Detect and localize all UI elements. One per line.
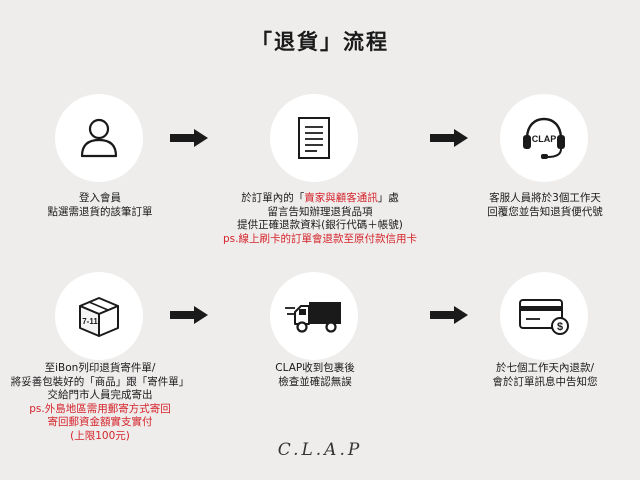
credit-card-refund-icon: $ — [519, 299, 569, 335]
step-1-circle — [55, 94, 143, 182]
user-icon — [80, 118, 118, 158]
note-red: 寄回郵資金額實支實付 — [47, 416, 153, 428]
arrow-right-icon — [170, 129, 208, 147]
step-3-caption: 客服人員將於3個工作天 回覆您並告知退貨便代號 — [487, 192, 603, 218]
arrow-right-icon — [170, 306, 208, 324]
step-2-circle — [270, 94, 358, 182]
step-3-circle: CLAP — [500, 94, 588, 182]
note-red: ps.線上刷卡的訂單會退款至原付款信用卡 — [223, 232, 417, 245]
page-title: 「退貨」流程 — [251, 30, 389, 54]
step-4-circle: 7-11 — [55, 272, 143, 360]
step-4-caption: 至iBon列印退貨寄件單/ 將妥善包裝好的「商品」跟「寄件單」 交給門市人員完成… — [0, 362, 200, 443]
step-1-caption: 登入會員 點選需退貨的該筆訂單 — [47, 192, 153, 218]
svg-text:$: $ — [557, 321, 563, 333]
document-icon — [298, 117, 330, 159]
delivery-truck-icon — [285, 302, 341, 333]
package-icon: 7-11 — [79, 297, 119, 337]
step-2-caption: 於訂單內的「賣家與顧客通訊」處 留言告知辦理退貨品項 提供正確退款資料(銀行代碼… — [205, 192, 435, 246]
step-5-caption: CLAP收到包裹後 檢查並確認無誤 — [275, 362, 355, 388]
step-5-circle — [270, 272, 358, 360]
headset-label: CLAP — [532, 134, 557, 144]
headset-icon: CLAP — [523, 117, 565, 159]
highlight-text: 賣家與顧客通訊 — [304, 192, 378, 204]
brand-logo: C.L.A.P — [277, 440, 363, 460]
step-6-circle: $ — [500, 272, 588, 360]
note-red: (上限100元) — [70, 429, 130, 442]
note-red: ps.外島地區需用郵寄方式寄回 — [29, 402, 171, 415]
arrow-right-icon — [430, 306, 468, 324]
package-label: 7-11 — [82, 317, 98, 326]
arrow-right-icon — [430, 129, 468, 147]
step-6-caption: 於七個工作天內退款/ 會於訂單訊息中告知您 — [492, 362, 598, 388]
